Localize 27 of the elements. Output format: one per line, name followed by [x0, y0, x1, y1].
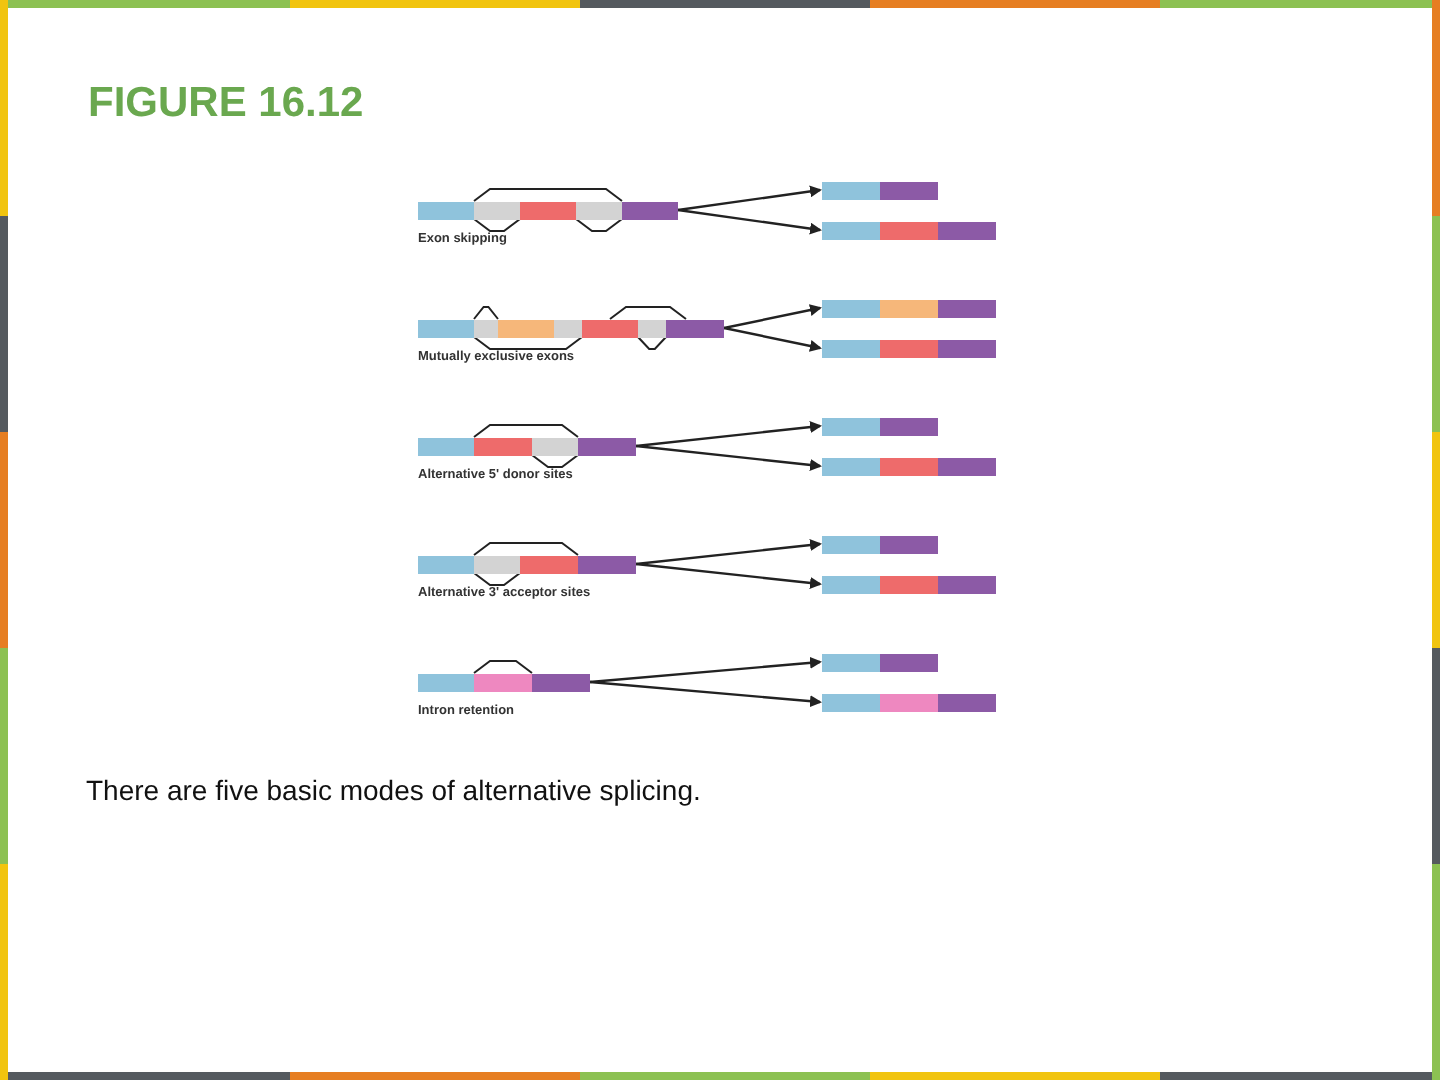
mrna-bar: [822, 693, 996, 711]
mrna-bar: [822, 535, 938, 553]
arrow: [635, 421, 822, 448]
pre-mrna-bar: [418, 201, 678, 219]
arrow: [677, 185, 822, 212]
mrna-bar: [822, 457, 996, 475]
figure-title: FIGURE 16.12: [88, 80, 364, 128]
mrna-bar: [822, 575, 996, 593]
arrow: [723, 304, 822, 330]
pre-mrna-bar: [418, 437, 636, 455]
arrow: [635, 562, 822, 589]
pre-mrna-bar: [418, 319, 724, 337]
mrna-bar: [822, 417, 938, 435]
mrna-bar: [822, 653, 938, 671]
arrow: [677, 208, 822, 235]
caption: There are five basic modes of alternative splicing.: [86, 774, 701, 806]
pre-mrna-bar: [418, 555, 636, 573]
arrow: [635, 539, 822, 566]
arrow: [723, 326, 822, 352]
arrow: [589, 680, 822, 708]
mrna-bar: [822, 299, 996, 317]
mrna-bar: [822, 221, 996, 239]
pre-mrna-bar: [418, 673, 590, 691]
mrna-bar: [822, 181, 938, 199]
arrow: [589, 656, 822, 684]
arrow: [635, 444, 822, 471]
mrna-bar: [822, 339, 996, 357]
